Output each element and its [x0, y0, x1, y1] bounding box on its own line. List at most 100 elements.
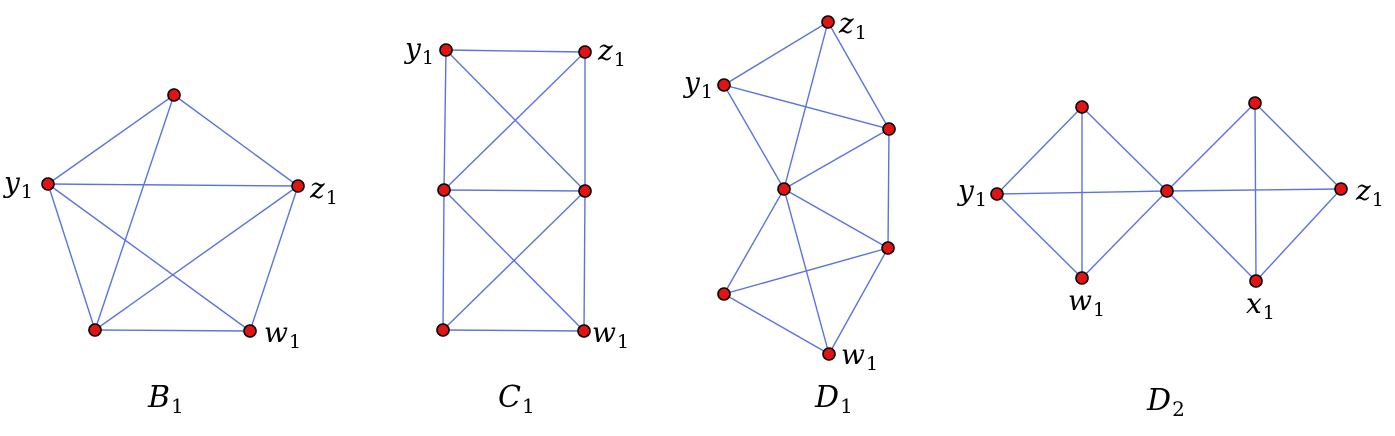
vertex-label-d2-w1-main: w	[1068, 284, 1092, 317]
vertex-c1-w1	[577, 324, 591, 338]
vertex-d2-c	[1160, 184, 1174, 198]
vertex-label-d1-w1-sub: 1	[866, 353, 878, 375]
edge-d2-c-t2	[1166, 102, 1256, 192]
graph-caption-d2-sub: 2	[1172, 397, 1185, 421]
vertex-b1-z1	[291, 179, 305, 193]
vertex-label-b1-w1: w1	[264, 316, 301, 353]
vertex-d2-t2	[1248, 96, 1262, 110]
edge-b1-top-y1	[47, 94, 175, 185]
vertex-d2-y1	[990, 187, 1004, 201]
vertex-b1-top	[167, 88, 181, 102]
vertex-label-c1-z1-sub: 1	[614, 49, 626, 71]
edge-d2-c-x1	[1166, 190, 1257, 282]
edge-b1-z1-bl	[94, 185, 299, 331]
edge-d1-z1-r1	[827, 21, 890, 130]
edge-d1-r1-r2	[887, 128, 890, 249]
vertex-label-d1-y1-sub: 1	[701, 81, 713, 103]
edge-d1-z1-c	[783, 21, 829, 190]
vertex-label-d2-x1-sub: 1	[1263, 302, 1275, 324]
edge-c1-mr-w1	[583, 190, 586, 332]
vertex-c1-ml	[437, 183, 451, 197]
edge-d1-y1-c	[723, 84, 785, 190]
edge-b1-bl-w1	[94, 329, 251, 332]
vertex-d1-r2	[881, 241, 895, 255]
vertex-label-c1-y1-main: y	[403, 32, 422, 65]
vertex-label-b1-w1-main: w	[264, 316, 288, 349]
vertex-c1-mr	[578, 184, 592, 198]
graph-caption-d2-main: D	[1146, 383, 1171, 418]
vertex-label-d1-z1-main: z	[838, 7, 854, 40]
vertex-label-d2-z1: z1	[1355, 174, 1384, 211]
vertex-label-b1-z1-sub: 1	[326, 187, 338, 209]
vertex-d2-z1	[1334, 182, 1348, 196]
vertex-label-c1-w1-main: w	[592, 316, 616, 349]
vertex-label-d2-y1-sub: 1	[975, 189, 987, 211]
vertex-label-c1-y1-sub: 1	[422, 47, 434, 69]
graph-caption-d1-main: D	[814, 380, 839, 415]
vertices-layer	[41, 15, 1348, 361]
edge-c1-y1-ml	[443, 49, 447, 191]
edge-d1-r2-w1	[828, 247, 889, 355]
vertex-label-b1-w1-sub: 1	[289, 331, 301, 353]
edge-d2-x1-z1	[1255, 188, 1342, 282]
vertex-label-d1-y1-main: y	[682, 66, 701, 99]
edge-c1-ml-mr	[443, 189, 586, 192]
vertex-label-b1-z1: z1	[309, 172, 338, 209]
graph-caption-c1-sub: 1	[522, 394, 535, 418]
vertex-d1-c	[777, 182, 791, 196]
edge-d2-c-z1	[1166, 188, 1342, 192]
vertex-d1-z1	[821, 15, 835, 29]
edge-d1-c-l2	[723, 188, 785, 295]
vertex-label-b1-y1: y1	[2, 166, 33, 203]
vertex-label-b1-z1-main: z	[309, 172, 325, 205]
edge-d1-l2-w1	[723, 293, 830, 355]
vertex-label-c1-w1-sub: 1	[617, 331, 629, 353]
vertex-label-d1-z1: z1	[838, 7, 867, 44]
edge-d1-y1-z1	[723, 21, 829, 86]
vertex-label-d1-w1-main: w	[841, 338, 865, 371]
graph-caption-d2: D2	[1146, 383, 1185, 421]
edges-layer	[47, 21, 1342, 355]
edge-c1-y1-z1	[445, 49, 586, 53]
graph-caption-d1-sub: 1	[840, 394, 853, 418]
edge-c1-z1-ml	[443, 51, 586, 191]
graph-caption-b1-main: B	[147, 380, 170, 415]
edge-b1-top-z1	[173, 94, 299, 187]
vertex-d2-t1	[1075, 100, 1089, 114]
vertex-label-d2-x1: x1	[1246, 287, 1275, 324]
vertex-label-d2-y1: y1	[956, 174, 987, 211]
vertex-d1-y1	[717, 78, 731, 92]
edge-b1-top-bl	[94, 94, 175, 331]
vertex-label-d2-z1-main: z	[1355, 174, 1371, 207]
vertex-d2-x1	[1249, 274, 1263, 288]
edge-d2-y1-t1	[996, 106, 1083, 195]
vertex-d1-l2	[717, 287, 731, 301]
edge-c1-bl-w1	[442, 329, 585, 332]
vertex-label-d1-z1-sub: 1	[855, 22, 867, 44]
vertex-label-d2-x1-main: x	[1246, 287, 1262, 320]
vertex-label-d1-w1: w1	[841, 338, 878, 375]
graph-caption-b1: B1	[147, 380, 184, 418]
edge-d1-y1-r1	[723, 84, 890, 130]
vertex-label-d2-w1-sub: 1	[1093, 299, 1105, 321]
vertex-label-d1-y1: y1	[682, 66, 713, 103]
edge-d1-l2-r2	[723, 247, 889, 295]
edge-b1-y1-bl	[47, 183, 96, 331]
edge-b1-y1-z1	[47, 183, 299, 187]
vertex-label-c1-w1: w1	[592, 316, 629, 353]
graph-caption-c1-main: C	[498, 380, 521, 415]
vertex-c1-bl	[436, 323, 450, 337]
vertex-c1-y1	[439, 43, 453, 57]
vertex-b1-bl	[88, 323, 102, 337]
edge-c1-ml-bl	[442, 189, 445, 331]
edge-b1-y1-w1	[47, 183, 251, 332]
edge-d1-c-r2	[783, 188, 889, 249]
vertex-label-c1-y1: y1	[403, 32, 434, 69]
vertex-label-c1-z1: z1	[597, 34, 626, 71]
edge-d2-y1-w1	[996, 193, 1083, 279]
vertex-d1-w1	[822, 347, 836, 361]
edge-d2-t1-c	[1081, 106, 1168, 192]
vertex-label-d2-w1: w1	[1068, 284, 1105, 321]
